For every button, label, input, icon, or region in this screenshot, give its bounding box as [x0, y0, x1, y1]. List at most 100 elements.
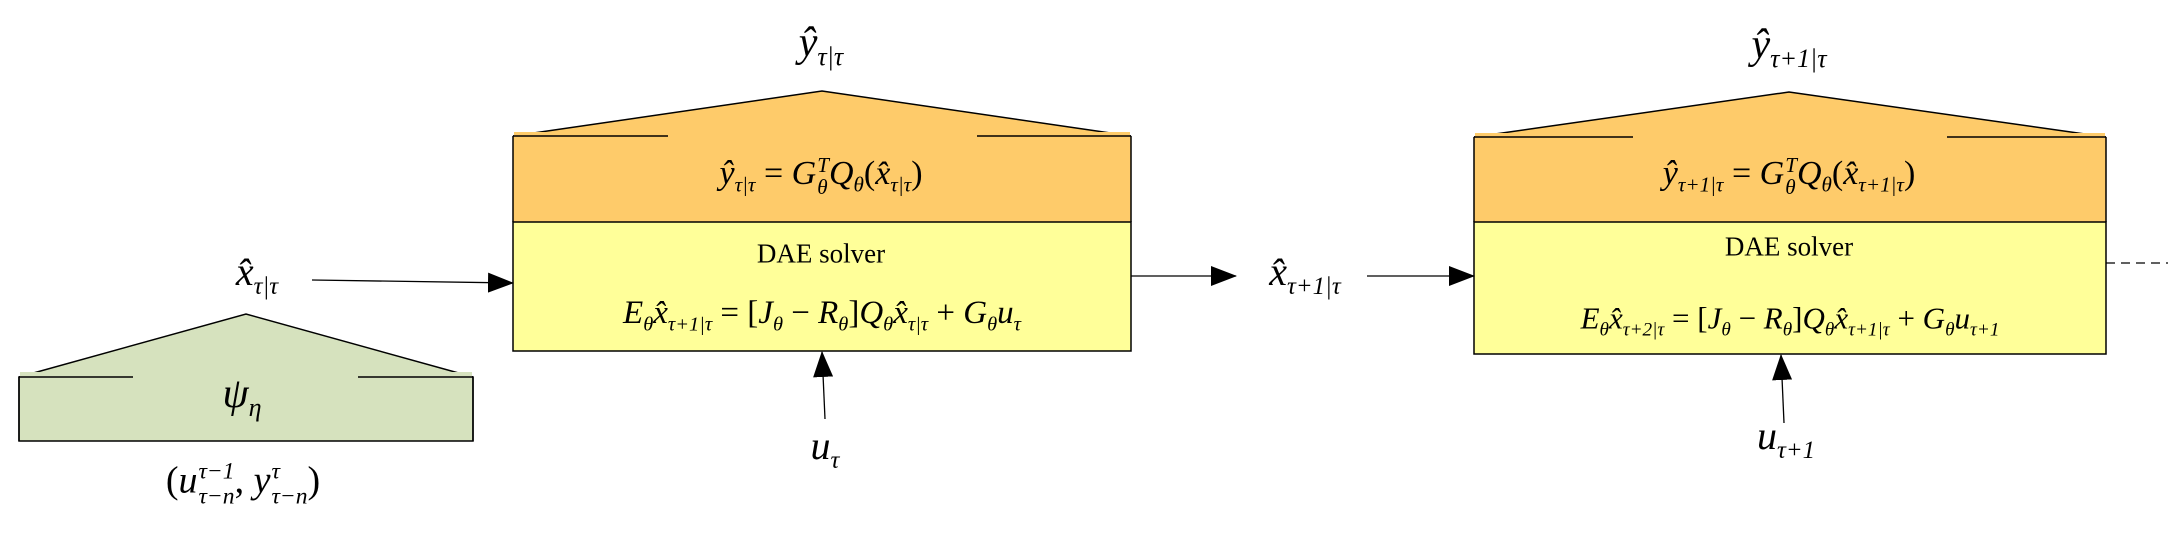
math-subscript: τ — [830, 447, 840, 475]
solver-equation-1: Eθx̂τ+1|τ = [Jθ − Rθ]Qθx̂τ|τ + Gθuτ — [623, 294, 1021, 336]
math-symbol: J — [1707, 300, 1722, 336]
math-symbol: R — [1763, 300, 1783, 336]
math-symbol: ] — [848, 294, 860, 331]
math-symbol: ŷ — [798, 19, 818, 66]
math-subscript: θ — [772, 313, 783, 336]
math-symbol: ψ — [222, 370, 249, 417]
math-superscript: T — [817, 152, 829, 177]
math-symbol: G — [1759, 154, 1785, 192]
math-subscript: θ — [817, 175, 828, 199]
math-subscript: θ — [1945, 319, 1955, 341]
math-symbol: R — [818, 294, 839, 331]
math-symbol: = — [1723, 154, 1760, 192]
encoder-roof — [18, 313, 474, 378]
math-symbol: x̂ — [893, 294, 908, 331]
math-subscript: τ−n — [198, 483, 235, 509]
label-next-state: x̂τ+1|τ — [1269, 252, 1340, 300]
label-state-estimate: x̂τ|τ — [236, 252, 278, 300]
math-symbol: x̂ — [653, 294, 668, 331]
math-symbol: + — [928, 294, 964, 331]
math-subscript: τ+1 — [1970, 319, 2000, 341]
math-symbol: = — [755, 154, 792, 192]
math-symbol: u — [1954, 300, 1971, 336]
math-symbol: ŷ — [719, 154, 735, 192]
model-block-1 — [512, 90, 1132, 352]
output-section-1 — [513, 136, 1131, 222]
math-symbol: , — [234, 459, 254, 502]
math-symbol: − — [782, 294, 819, 331]
math-symbol: x̂ — [1608, 300, 1623, 336]
math-subscript: τ+2|τ — [1622, 319, 1665, 341]
math-symbol: Q — [1802, 300, 1825, 336]
math-subscript: τ|τ — [734, 172, 756, 197]
math-symbol: ) — [307, 459, 321, 502]
math-subscript: θ — [987, 313, 998, 336]
math-subscript: τ|τ — [907, 313, 929, 336]
math-symbol: x̂ — [235, 249, 254, 295]
math-symbol: u — [997, 294, 1014, 331]
label-output-2: ŷτ+1|τ — [1751, 24, 1826, 72]
math-symbol: x̂ — [1269, 249, 1288, 295]
math-symbol: E — [623, 294, 644, 331]
encoder-block — [18, 313, 474, 442]
math-symbol: x̂ — [1834, 300, 1849, 336]
math-subscript: τ+1|τ — [1858, 172, 1904, 197]
solver-section-1 — [512, 221, 1132, 352]
math-subscript: θ — [1821, 172, 1832, 197]
label-input-2: uτ+1 — [1757, 416, 1815, 464]
math-symbol: ŷ — [1662, 154, 1678, 192]
math-subscript: τ+1|τ — [667, 313, 713, 336]
math-subscript: τ|τ — [253, 273, 279, 301]
math-symbol: E — [1580, 300, 1600, 336]
math-symbol: + — [1889, 300, 1923, 336]
math-subscript: η — [248, 393, 262, 423]
math-symbol: ) — [911, 154, 923, 192]
output-section-2 — [1474, 137, 2106, 222]
math-subscript: τ+1|τ — [1287, 273, 1341, 301]
math-symbol: Q — [828, 154, 854, 192]
math-symbol: ŷ — [1751, 21, 1771, 68]
math-symbol: u — [178, 459, 198, 502]
dae-solver-label-1: DAE solver — [756, 238, 886, 269]
math-symbol: G — [791, 154, 817, 192]
math-subscript: τ+1|τ — [1848, 319, 1890, 341]
math-subscript: τ+1|τ — [1770, 44, 1827, 74]
math-symbol: y — [253, 459, 271, 502]
math-symbol: ] — [1792, 300, 1803, 336]
math-symbol: − — [1730, 300, 1764, 336]
dae-solver-label-2: DAE solver — [1724, 231, 1854, 262]
math-symbol: G — [963, 294, 988, 331]
math-symbol: Q — [859, 294, 884, 331]
arrow-input-2 — [1772, 354, 1793, 424]
math-subscript: θ — [883, 313, 894, 336]
math-symbol: u — [1756, 413, 1777, 459]
math-symbol: u — [810, 423, 831, 469]
math-subscript: θ — [853, 172, 864, 197]
math-subscript: θ — [1721, 319, 1731, 341]
math-symbol: ( — [165, 459, 179, 502]
math-subscript: θ — [1785, 175, 1796, 199]
math-superscript: T — [1785, 152, 1797, 177]
label-input-1: uτ — [811, 426, 840, 474]
label-output-1: ŷτ|τ — [799, 22, 843, 70]
math-symbol: ( — [863, 154, 876, 192]
arrow-state-in — [311, 272, 514, 293]
math-subscript: θ — [643, 313, 654, 336]
solver-equation-2: Eθx̂τ+2|τ = [Jθ − Rθ]Qθx̂τ+1|τ + Gθuτ+1 — [1581, 302, 2000, 339]
math-symbol: = [ — [712, 294, 759, 331]
encoder-label: ψη — [222, 373, 261, 421]
math-symbol: x̂ — [875, 154, 891, 192]
math-superscript: τ — [271, 458, 280, 485]
solver-section-2 — [1473, 221, 2107, 355]
math-symbol: Q — [1796, 154, 1822, 192]
math-subscript: τ+1 — [1776, 437, 1816, 465]
math-subscript: θ — [1782, 319, 1793, 341]
